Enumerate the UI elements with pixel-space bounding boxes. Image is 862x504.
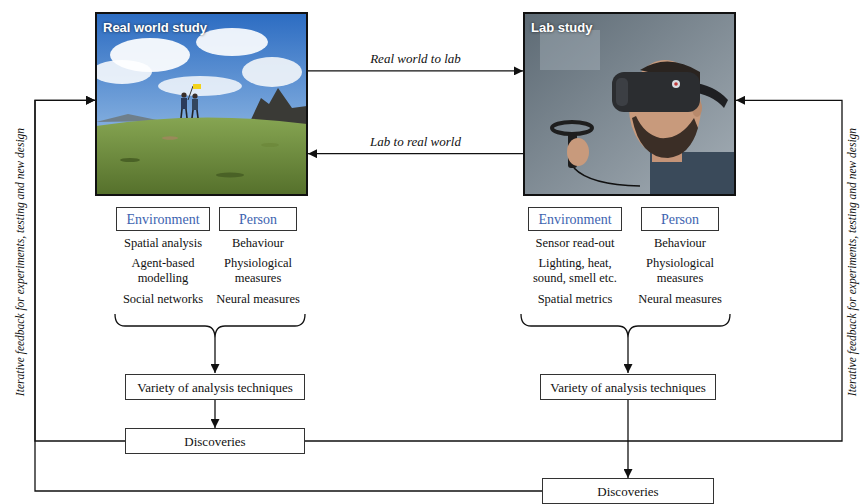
hiker-figures — [181, 109, 182, 118]
node-text: Variety of analysis techniques — [550, 380, 706, 396]
vr-user-photo — [632, 116, 698, 158]
node-text: Discoveries — [184, 434, 245, 450]
landscape-photo — [242, 57, 302, 87]
node-text: Environment — [126, 212, 199, 228]
category-box: Person — [219, 207, 297, 231]
category-box: Person — [641, 207, 719, 231]
category-box: Environment — [116, 207, 210, 231]
hiker-figures — [193, 84, 201, 89]
list-item: Behaviour — [210, 236, 306, 251]
vr-user-photo — [674, 82, 678, 86]
hiker-figures — [181, 98, 187, 109]
flow-arrow — [308, 153, 523, 154]
process-box: Variety of analysis techniques — [540, 374, 716, 400]
hiker-figures — [181, 92, 186, 97]
study-panel: Lab study — [523, 12, 736, 196]
landscape-photo — [92, 13, 307, 195]
flow-arrow — [214, 400, 215, 428]
node-text: Lab study — [531, 20, 592, 35]
vr-user-photo — [672, 80, 680, 88]
landscape-photo — [162, 136, 178, 140]
side-note: Iterative feedback for experiments, test… — [844, 42, 860, 482]
edge-label: Real world to lab — [367, 51, 464, 67]
study-panel: Real world study — [95, 12, 308, 196]
hiker-figures — [181, 84, 201, 118]
landscape-photo — [92, 60, 152, 84]
list-item: Behaviour — [632, 236, 728, 251]
edge-label: Lab to real world — [367, 134, 464, 150]
vr-user-photo — [524, 13, 736, 195]
grouping-brace — [521, 314, 730, 338]
list-item: Sensor read-out — [521, 236, 629, 251]
flow-arrow — [308, 70, 523, 71]
list-item: Spatial analysis — [115, 236, 211, 251]
hiker-figures — [188, 86, 193, 100]
process-box: Discoveries — [125, 428, 305, 454]
list-item: Agent-based modelling — [115, 256, 211, 286]
grouping-brace — [115, 314, 305, 338]
node-text: Variety of analysis techniques — [137, 380, 293, 396]
landscape-photo — [96, 13, 307, 195]
landscape-photo — [96, 117, 307, 195]
side-note: Iterative feedback for experiments, test… — [12, 42, 28, 482]
vr-user-photo — [574, 168, 640, 186]
hiker-figures — [186, 109, 187, 118]
flow-arrow — [627, 400, 628, 478]
flow-arrow — [35, 100, 125, 441]
vr-user-photo — [612, 72, 700, 112]
node-text: Person — [239, 212, 277, 228]
list-item: Spatial metrics — [521, 292, 629, 307]
landscape-photo — [120, 158, 140, 162]
list-item: Lighting, heat, sound, smell etc. — [521, 256, 629, 286]
list-item: Neural measures — [632, 292, 728, 307]
hiker-figures — [192, 99, 198, 110]
vr-user-photo — [567, 138, 589, 166]
process-box: Discoveries — [542, 478, 714, 504]
brace-arrow — [214, 338, 215, 373]
landscape-photo — [261, 143, 279, 147]
node-text: Discoveries — [597, 484, 658, 500]
process-box: Variety of analysis techniques — [125, 374, 305, 400]
list-item: Neural measures — [210, 292, 306, 307]
brace-arrow — [627, 338, 628, 373]
flow-arrow — [305, 100, 842, 441]
vr-user-photo — [616, 78, 628, 106]
list-item: Physiological measures — [210, 256, 306, 286]
hiker-figures — [192, 93, 197, 98]
node-text: Real world study — [103, 20, 207, 35]
landscape-photo — [216, 173, 244, 178]
grouping-brace — [115, 314, 730, 373]
hiker-figures — [192, 110, 193, 118]
flow-arrow — [35, 100, 542, 491]
vr-user-photo — [540, 30, 600, 70]
list-item: Physiological measures — [632, 256, 728, 286]
list-item: Social networks — [115, 292, 211, 307]
vr-user-photo — [524, 13, 736, 195]
hiker-figures — [197, 110, 198, 118]
node-text: Person — [661, 212, 699, 228]
node-text: Environment — [538, 212, 611, 228]
landscape-photo — [158, 76, 242, 96]
category-box: Environment — [528, 207, 622, 231]
